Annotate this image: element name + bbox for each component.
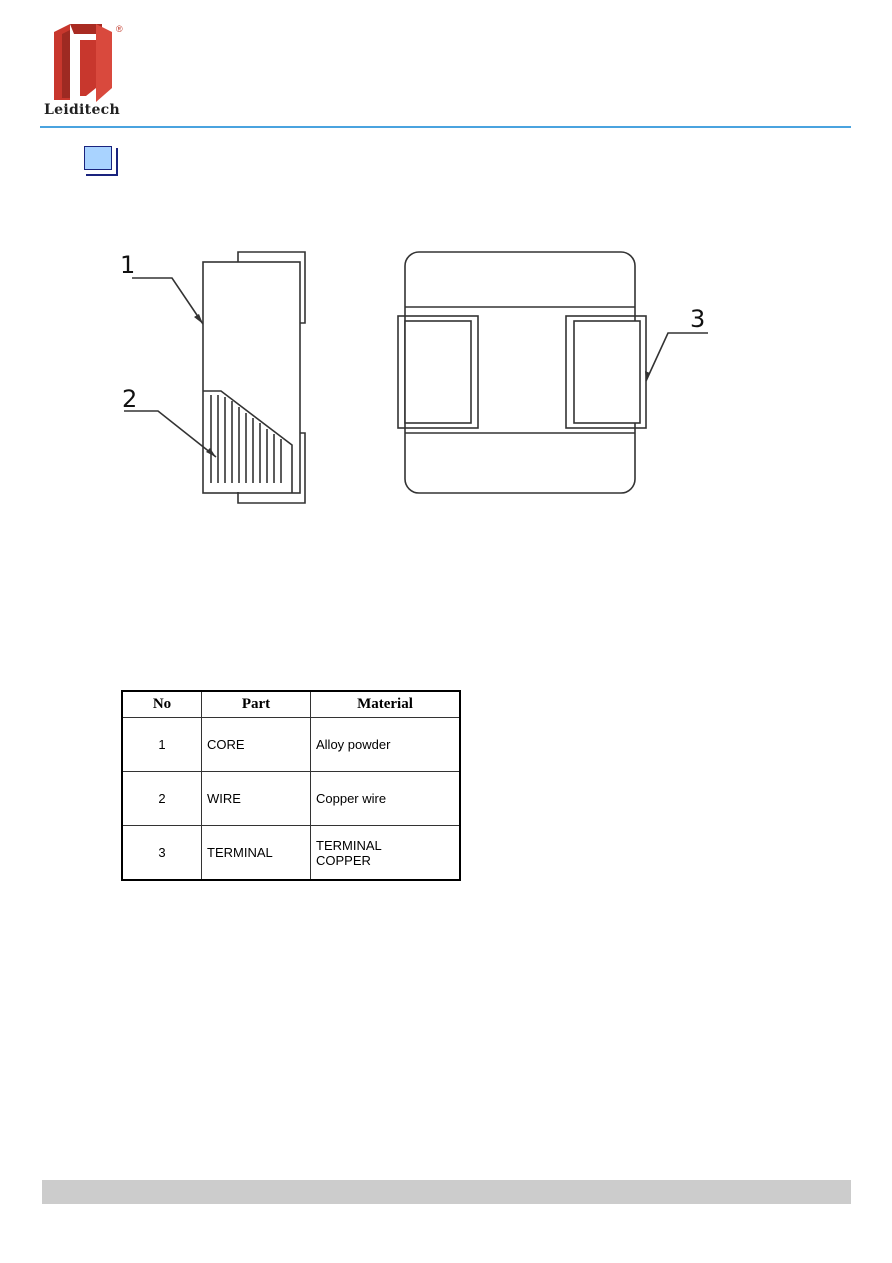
- part-name: WIRE: [201, 771, 311, 826]
- callout-2: 2: [122, 385, 138, 413]
- table-row: 2 WIRE Copper wire: [121, 771, 461, 826]
- part-name: TERMINAL: [201, 825, 311, 881]
- callout-1: 1: [120, 251, 136, 279]
- header-divider: [40, 126, 851, 128]
- header-material: Material: [310, 690, 461, 718]
- construction-drawing: 1 2 3: [118, 225, 712, 515]
- row-number: 3: [121, 825, 202, 881]
- bullet-square: [84, 146, 112, 170]
- table-row: 1 CORE Alloy powder: [121, 717, 461, 772]
- header-part: Part: [201, 690, 311, 718]
- part-name: CORE: [201, 717, 311, 772]
- footer-bar: [42, 1180, 851, 1204]
- material-name: Copper wire: [316, 791, 387, 806]
- table-header-row: No Part Material: [121, 690, 461, 718]
- company-logo: ® Leiditech: [40, 18, 132, 122]
- logo-mark-icon: [54, 24, 112, 102]
- registered-mark: ®: [116, 24, 123, 34]
- row-number: 2: [121, 771, 202, 826]
- inductor-outline-drawing: [124, 251, 708, 504]
- material-name: Alloy powder: [316, 737, 391, 752]
- header-no: No: [121, 690, 202, 718]
- logo-wordmark: Leiditech: [44, 102, 120, 118]
- bullet-shadow: [86, 148, 118, 176]
- material-name: TERMINAL: [316, 837, 382, 853]
- material-cell: Copper wire: [310, 771, 461, 826]
- section-bullet-icon: [84, 146, 118, 176]
- parts-material-table: No Part Material 1 CORE Alloy powder 2 W…: [121, 690, 461, 881]
- material-cell: Alloy powder: [310, 717, 461, 772]
- material-cell: TERMINAL COPPER: [310, 825, 461, 881]
- table-row: 3 TERMINAL TERMINAL COPPER: [121, 825, 461, 881]
- callout-3: 3: [690, 305, 706, 333]
- row-number: 1: [121, 717, 202, 772]
- material-name-line2: COPPER: [316, 852, 371, 868]
